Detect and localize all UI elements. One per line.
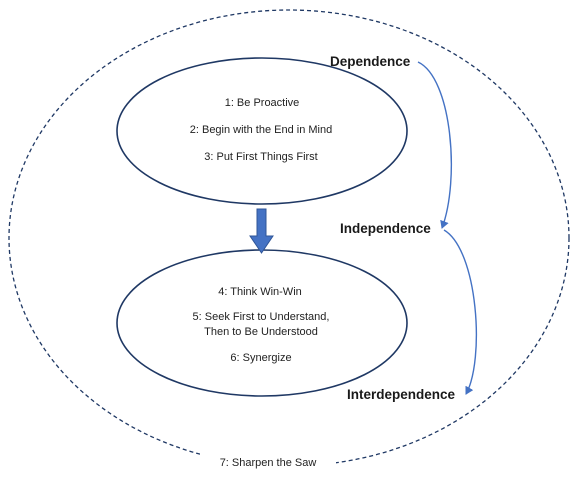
interdependence-label: Interdependence bbox=[347, 387, 456, 402]
habit-5-label-line-2: Then to Be Understood bbox=[204, 326, 318, 338]
habit-4-label: 4: Think Win-Win bbox=[218, 286, 302, 298]
habit-1-label: 1: Be Proactive bbox=[225, 97, 300, 109]
public-victory-ellipse bbox=[116, 249, 408, 397]
habit-6-label: 6: Synergize bbox=[230, 352, 291, 364]
habit-2-label: 2: Begin with the End in Mind bbox=[190, 124, 332, 136]
habit-3-label: 3: Put First Things First bbox=[204, 151, 318, 163]
renewal-label-backdrop bbox=[200, 452, 336, 472]
dependence-to-independence-arrow bbox=[417, 61, 453, 229]
habit-7-label: 7: Sharpen the Saw bbox=[220, 457, 317, 469]
down-block-arrow bbox=[249, 208, 274, 254]
dependence-label: Dependence bbox=[330, 54, 411, 69]
private-victory-ellipse bbox=[116, 57, 408, 205]
independence-label: Independence bbox=[340, 221, 431, 236]
habit-5-label-line-1: 5: Seek First to Understand, bbox=[193, 311, 330, 323]
independence-to-interdependence-arrow bbox=[443, 229, 478, 395]
